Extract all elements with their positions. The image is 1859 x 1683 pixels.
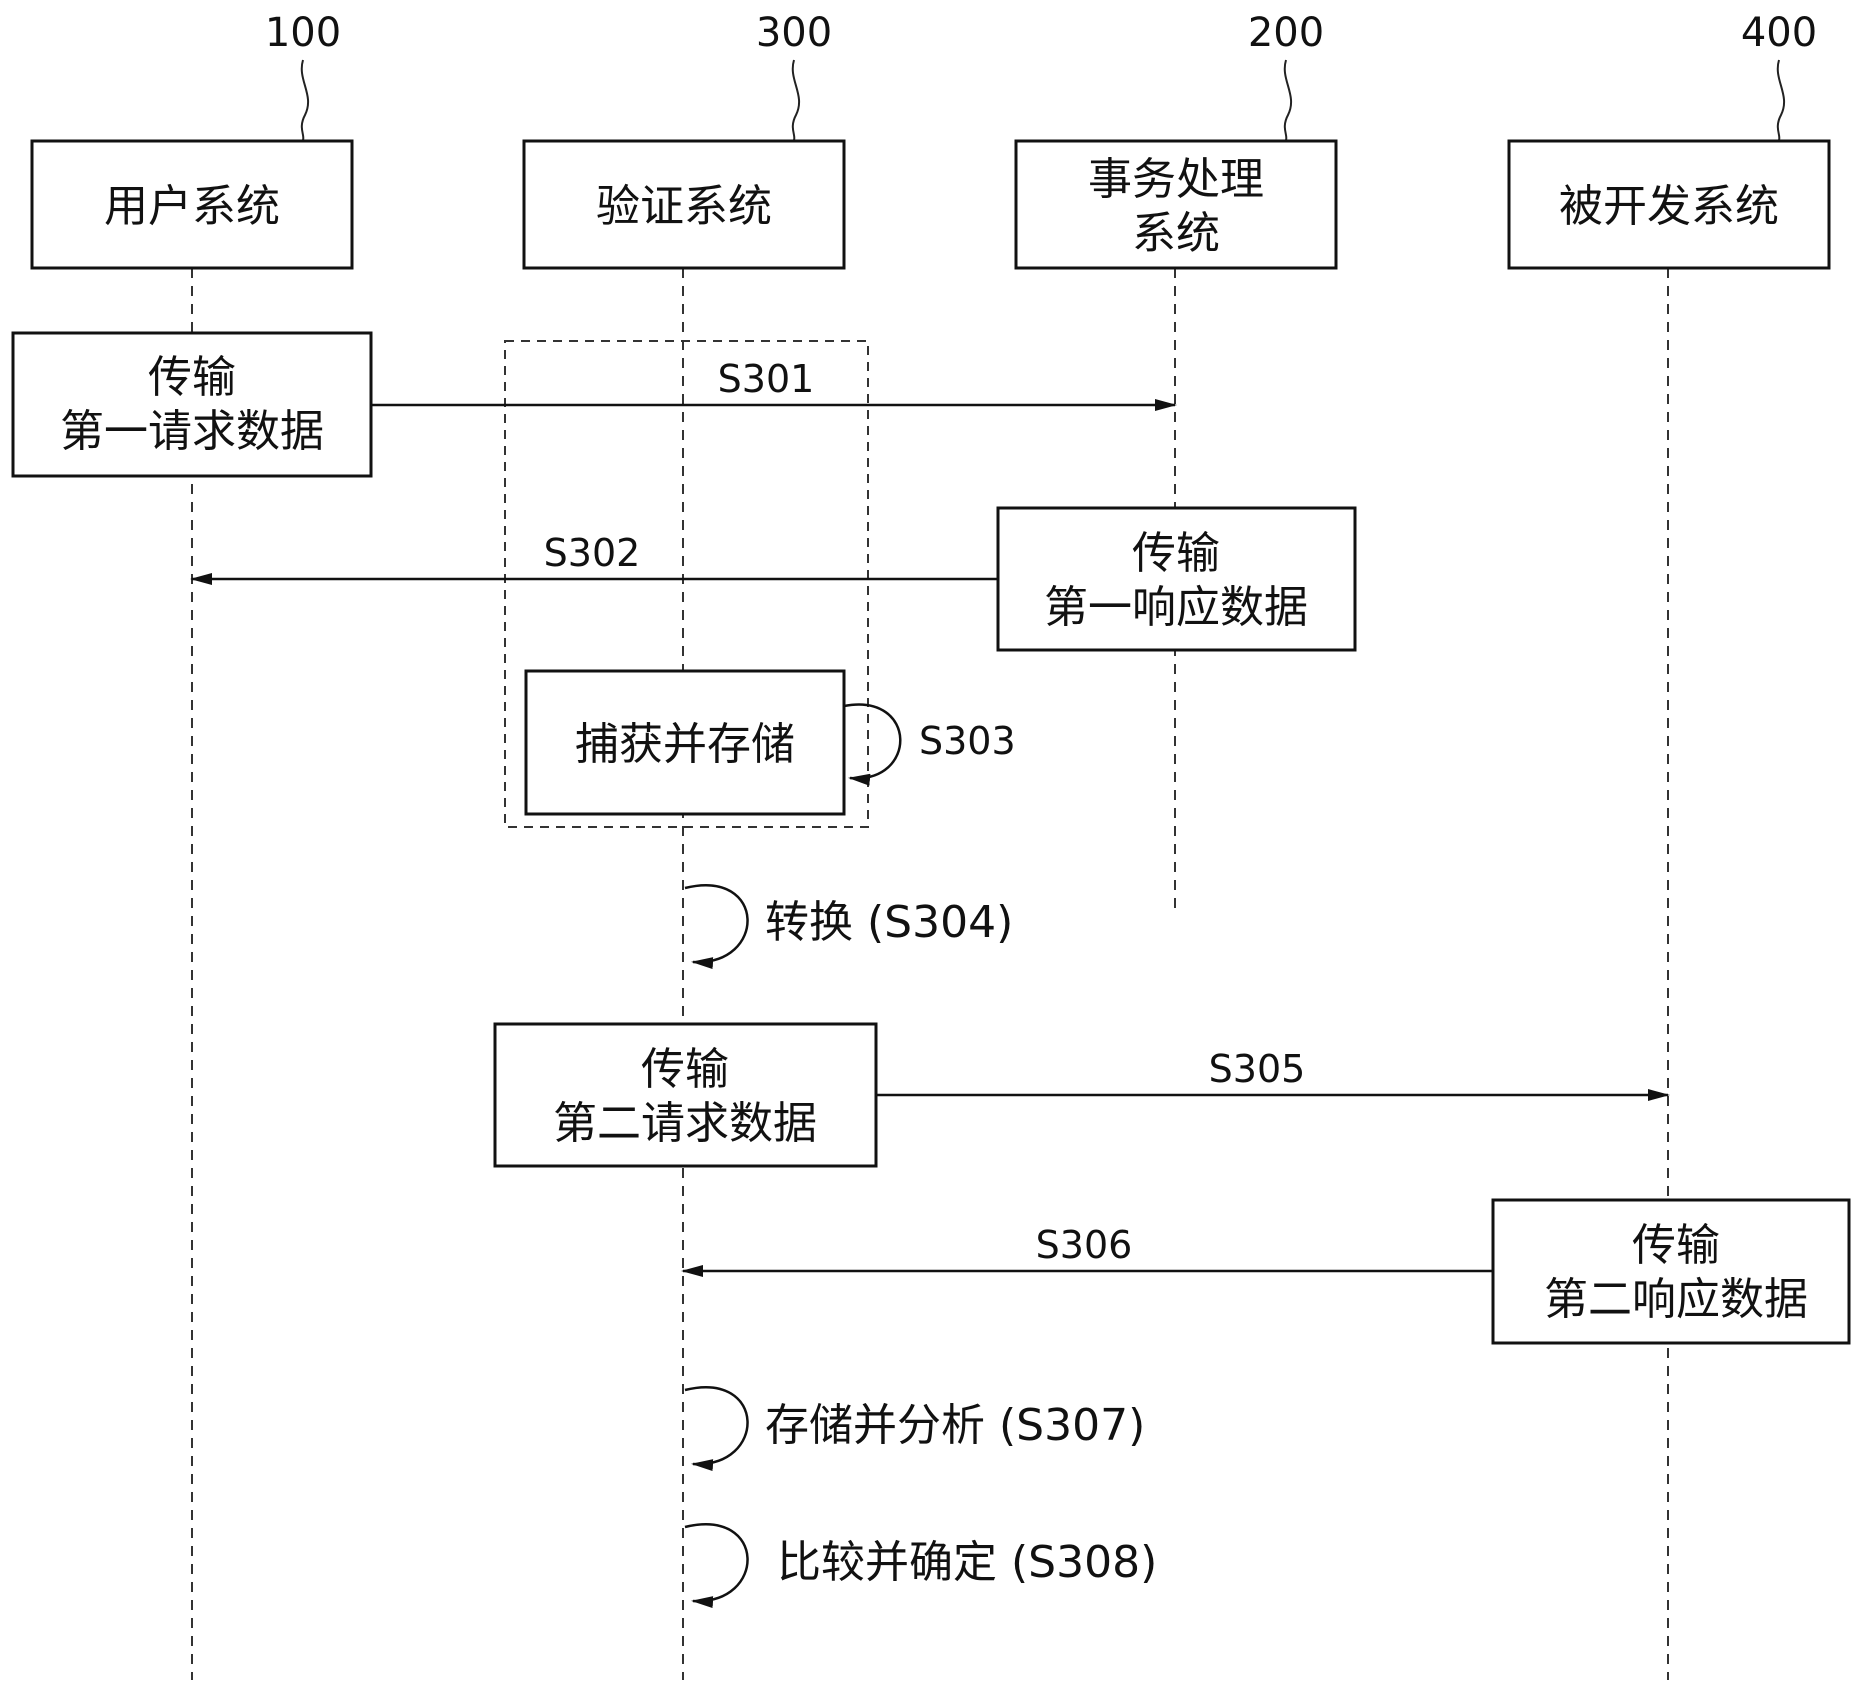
ref-number-txn: 200 bbox=[1248, 10, 1324, 56]
step-box-s303 bbox=[524, 669, 846, 816]
ref-leader-dev bbox=[1776, 59, 1786, 141]
self-loop-s304 bbox=[684, 884, 749, 970]
ref-number-dev: 400 bbox=[1741, 10, 1817, 56]
step-box-s301-line2: 第一请求数据 bbox=[60, 406, 324, 457]
label-s305: S305 bbox=[1209, 1047, 1306, 1091]
step-box-s306-line2: 第二响应数据 bbox=[1544, 1274, 1808, 1325]
participant-box-user bbox=[30, 139, 354, 270]
ref-leader-txn bbox=[1283, 59, 1293, 141]
participant-box-verify bbox=[522, 139, 846, 270]
participant-label-dev: 被开发系统 bbox=[1559, 181, 1779, 232]
step-box-s302-line2: 第一响应数据 bbox=[1044, 582, 1308, 633]
participant-box-dev bbox=[1507, 139, 1831, 270]
participant-label-txn-line2: 系统 bbox=[1132, 208, 1220, 259]
step-box-s305-line2: 第二请求数据 bbox=[553, 1098, 817, 1149]
participant-label-user: 用户系统 bbox=[104, 181, 280, 232]
step-box-s301-line1: 传输 bbox=[148, 352, 236, 403]
label-s307: 存储并分析 (S307) bbox=[765, 1400, 1145, 1451]
step-box-s306-line1: 传输 bbox=[1632, 1220, 1720, 1271]
step-box-s305 bbox=[493, 1022, 878, 1168]
capture-region bbox=[504, 340, 869, 828]
label-s301: S301 bbox=[718, 357, 815, 401]
participant-box-txn bbox=[1014, 139, 1338, 270]
participant-label-verify: 验证系统 bbox=[596, 181, 772, 232]
participant-label-txn-line1: 事务处理 bbox=[1088, 154, 1264, 205]
label-s308: 比较并确定 (S308) bbox=[777, 1537, 1157, 1588]
ref-number-user: 100 bbox=[265, 10, 341, 56]
step-box-s302-line1: 传输 bbox=[1132, 528, 1220, 579]
label-s302: S302 bbox=[544, 531, 641, 575]
self-loop-s307 bbox=[684, 1386, 749, 1472]
label-s304: 转换 (S304) bbox=[765, 897, 1013, 948]
label-s306: S306 bbox=[1036, 1223, 1133, 1267]
label-s303: S303 bbox=[919, 719, 1016, 763]
step-box-s303-line1: 捕获并存储 bbox=[575, 719, 795, 770]
step-box-s302 bbox=[996, 506, 1357, 652]
ref-leader-verify bbox=[791, 59, 801, 141]
self-loop-s308 bbox=[684, 1523, 749, 1609]
step-box-s306 bbox=[1491, 1198, 1851, 1345]
ref-number-verify: 300 bbox=[756, 10, 832, 56]
ref-leader-user bbox=[300, 59, 310, 141]
step-box-s305-line1: 传输 bbox=[641, 1044, 729, 1095]
self-loop-s303 bbox=[843, 703, 902, 786]
